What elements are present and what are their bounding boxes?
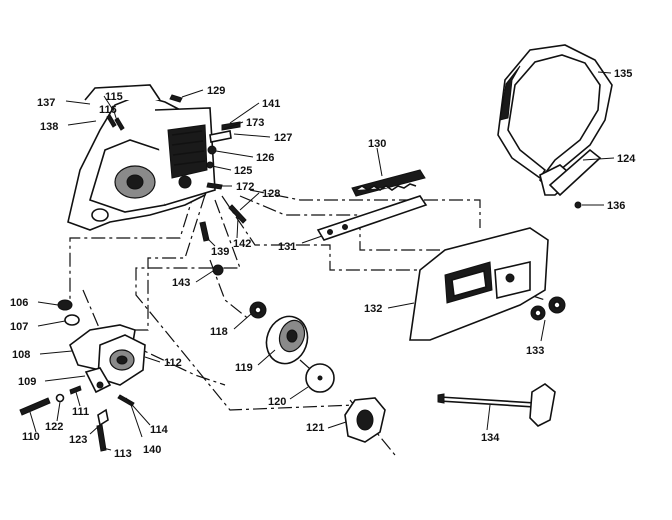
callout-121: 121 (306, 422, 324, 434)
callout-140: 140 (143, 444, 161, 456)
callout-134: 134 (481, 432, 500, 444)
guide-bar (316, 195, 428, 241)
chain-cover (409, 227, 549, 341)
callout-127: 127 (274, 132, 292, 144)
callout-126: 126 (256, 152, 274, 164)
callout-173: 173 (246, 117, 264, 129)
callout-108: 108 (12, 349, 30, 361)
callout-113: 113 (114, 448, 132, 460)
callout-136: 136 (607, 200, 625, 212)
callout-123: 123 (69, 434, 87, 446)
callout-112: 112 (164, 357, 182, 369)
callout-128: 128 (262, 188, 280, 200)
callout-132: 132 (364, 303, 382, 315)
front-handle (497, 44, 613, 209)
motor-housing (67, 84, 216, 231)
callout-122: 122 (45, 421, 63, 433)
bar-nuts (530, 296, 566, 321)
callout-111: 111 (72, 406, 89, 418)
callout-130: 130 (368, 138, 386, 150)
callout-125: 125 (234, 165, 252, 177)
callout-131: 131 (278, 241, 296, 253)
callout-129: 129 (207, 85, 225, 97)
callout-138: 138 (40, 121, 58, 133)
callout-116: 116 (99, 104, 117, 116)
callout-137: 137 (37, 97, 55, 109)
combination-wrench (437, 383, 556, 427)
callout-119: 119 (235, 362, 253, 374)
callout-labels: 137 138 115 116 129 141 173 127 126 125 … (10, 68, 636, 460)
callout-115: 115 (105, 91, 123, 103)
callout-114: 114 (150, 424, 169, 436)
callout-124: 124 (617, 153, 636, 165)
leader-lines (29, 71, 615, 451)
callout-142: 142 (233, 238, 251, 250)
callout-120: 120 (268, 396, 286, 408)
callout-107: 107 (10, 321, 28, 333)
callout-135: 135 (614, 68, 632, 80)
callout-141: 141 (262, 98, 280, 110)
callout-143: 143 (172, 277, 190, 289)
callout-110: 110 (22, 431, 40, 443)
callout-172: 172 (236, 181, 254, 193)
gearbox-assembly (19, 299, 146, 452)
drive-components (212, 264, 386, 443)
saw-chain (351, 169, 426, 197)
callout-133: 133 (526, 345, 544, 357)
callout-106: 106 (10, 297, 28, 309)
callout-109: 109 (18, 376, 36, 388)
callout-118: 118 (210, 326, 228, 338)
callout-139: 139 (211, 246, 229, 258)
